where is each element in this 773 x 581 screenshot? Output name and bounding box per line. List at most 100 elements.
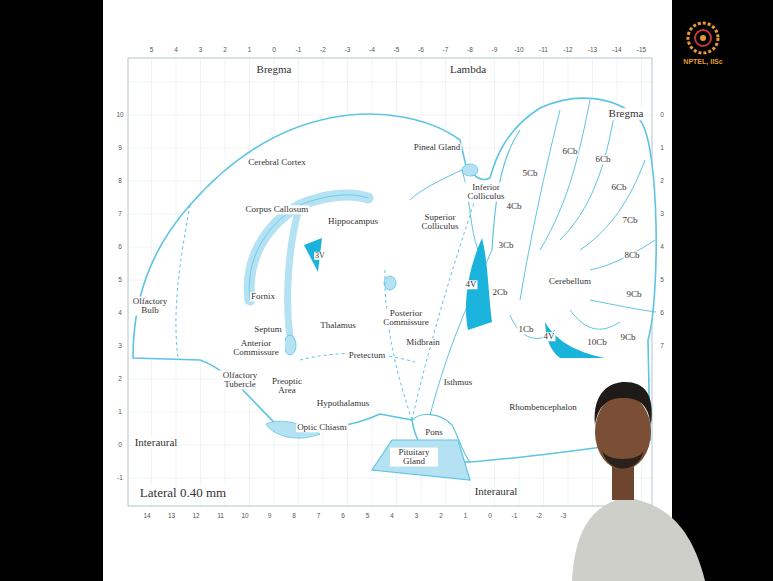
fornix: [288, 212, 298, 338]
axis-number: -10: [513, 47, 524, 54]
region-label: 10Cb: [586, 338, 608, 347]
pituitary: [372, 440, 470, 480]
region-label: Corpus Callosum: [245, 205, 310, 214]
axis-number: 3: [117, 343, 123, 350]
axis-number: -5: [393, 47, 401, 54]
axis-number: -12: [562, 47, 573, 54]
folia: [520, 110, 560, 300]
axis-number: 5: [659, 277, 665, 284]
axis-number: -4: [368, 47, 376, 54]
region-label: Cerebral Cortex: [247, 158, 307, 167]
presenter: [602, 450, 644, 469]
region-label: 7Cb: [621, 216, 638, 225]
axis-number: -1: [511, 513, 519, 520]
region-label: 3Cb: [497, 241, 514, 250]
presenter: [595, 382, 652, 425]
axis-number: 1: [659, 145, 665, 152]
region-label: 1Cb: [517, 325, 534, 334]
axis-number: 11: [216, 513, 225, 520]
axis-number: -15: [636, 47, 647, 54]
axis-number: 9: [117, 145, 123, 152]
region-label: Rhombencephalon: [508, 403, 577, 412]
region-label: Pituitary Gland: [390, 448, 438, 467]
region-label: 9Cb: [619, 333, 636, 342]
axis-number: 5: [117, 277, 123, 284]
logo: [688, 23, 718, 53]
axis-number: -6: [417, 47, 425, 54]
presenter: [595, 394, 651, 470]
axis-number: 2: [438, 513, 444, 520]
axis-number: 8: [117, 178, 123, 185]
axis-number: 0: [271, 47, 277, 54]
axis-number: 6: [117, 244, 123, 251]
logo: [695, 30, 711, 46]
region-label: Cerebellum: [548, 277, 592, 286]
axis-number: 7: [117, 211, 123, 218]
reference-label: Bregma: [256, 64, 293, 76]
slide: [103, 0, 672, 581]
axis-number: 0: [117, 442, 123, 449]
logo-text: NPTEL, IISc: [682, 58, 723, 65]
region-label: 4V: [465, 280, 478, 289]
axis-number: -2: [319, 47, 327, 54]
region-label: Pons: [424, 428, 444, 437]
reference-label: Interaural: [474, 486, 519, 498]
region-label: 6Cb: [561, 147, 578, 156]
axis-number: 2: [222, 47, 228, 54]
region-label: 6Cb: [594, 155, 611, 164]
presenter: [572, 497, 705, 581]
reference-label: Lambda: [449, 64, 487, 76]
axis-number: 6: [659, 310, 665, 317]
axis-number: 4: [173, 47, 179, 54]
axis-number: 3: [198, 47, 204, 54]
reference-label: Lateral 0.40 mm: [139, 486, 227, 500]
region-label: Inferior Colliculus: [463, 183, 509, 202]
region-label: 9Cb: [625, 290, 642, 299]
region-label: 4Cb: [505, 202, 522, 211]
boundary: [410, 170, 462, 200]
axis-number: 0: [659, 112, 665, 119]
region-label: Anterior Commissure: [227, 339, 285, 358]
axis-number: -8: [466, 47, 474, 54]
axis-number: -11: [538, 47, 549, 54]
axis-number: 5: [149, 47, 155, 54]
region-label: 8Cb: [623, 251, 640, 260]
axis-number: 3: [414, 513, 420, 520]
axis-number: -1: [295, 47, 303, 54]
region-label: 2Cb: [491, 288, 508, 297]
axis-number: 0: [487, 513, 493, 520]
region-label: Preoptic Area: [268, 377, 306, 396]
axis-number: -7: [442, 47, 450, 54]
folia: [570, 310, 620, 329]
region-label: 6Cb: [610, 183, 627, 192]
region-label: Hypothalamus: [316, 399, 371, 408]
axis-number: 2: [659, 178, 665, 185]
region-label: Midbrain: [405, 338, 441, 347]
axis-number: 4: [659, 244, 665, 251]
region-label: Thalamus: [319, 321, 357, 330]
region-label: Isthmus: [443, 378, 474, 387]
axis-number: 13: [167, 513, 176, 520]
reference-label: Interaural: [134, 437, 179, 449]
axis-number: -2: [535, 513, 543, 520]
axis-number: -3: [560, 513, 568, 520]
axis-number: -13: [587, 47, 598, 54]
brain-outline: [133, 98, 656, 462]
folia: [590, 300, 656, 312]
region-label: Olfactory Tubercle: [216, 371, 264, 390]
folia: [580, 160, 645, 250]
region-label: 5Cb: [521, 169, 538, 178]
axis-number: -3: [344, 47, 352, 54]
axis-number: 12: [191, 513, 200, 520]
region-label: 3V: [314, 252, 326, 260]
axis-number: 14: [142, 513, 151, 520]
posterior-commissure: [384, 276, 396, 290]
boundary: [176, 205, 190, 358]
axis-number: 1: [117, 409, 123, 416]
axis-number: 4: [117, 310, 123, 317]
axis-number: 8: [291, 513, 297, 520]
axis-number: 4: [389, 513, 395, 520]
axis-number: 5: [365, 513, 371, 520]
axis-number: 6: [340, 513, 346, 520]
